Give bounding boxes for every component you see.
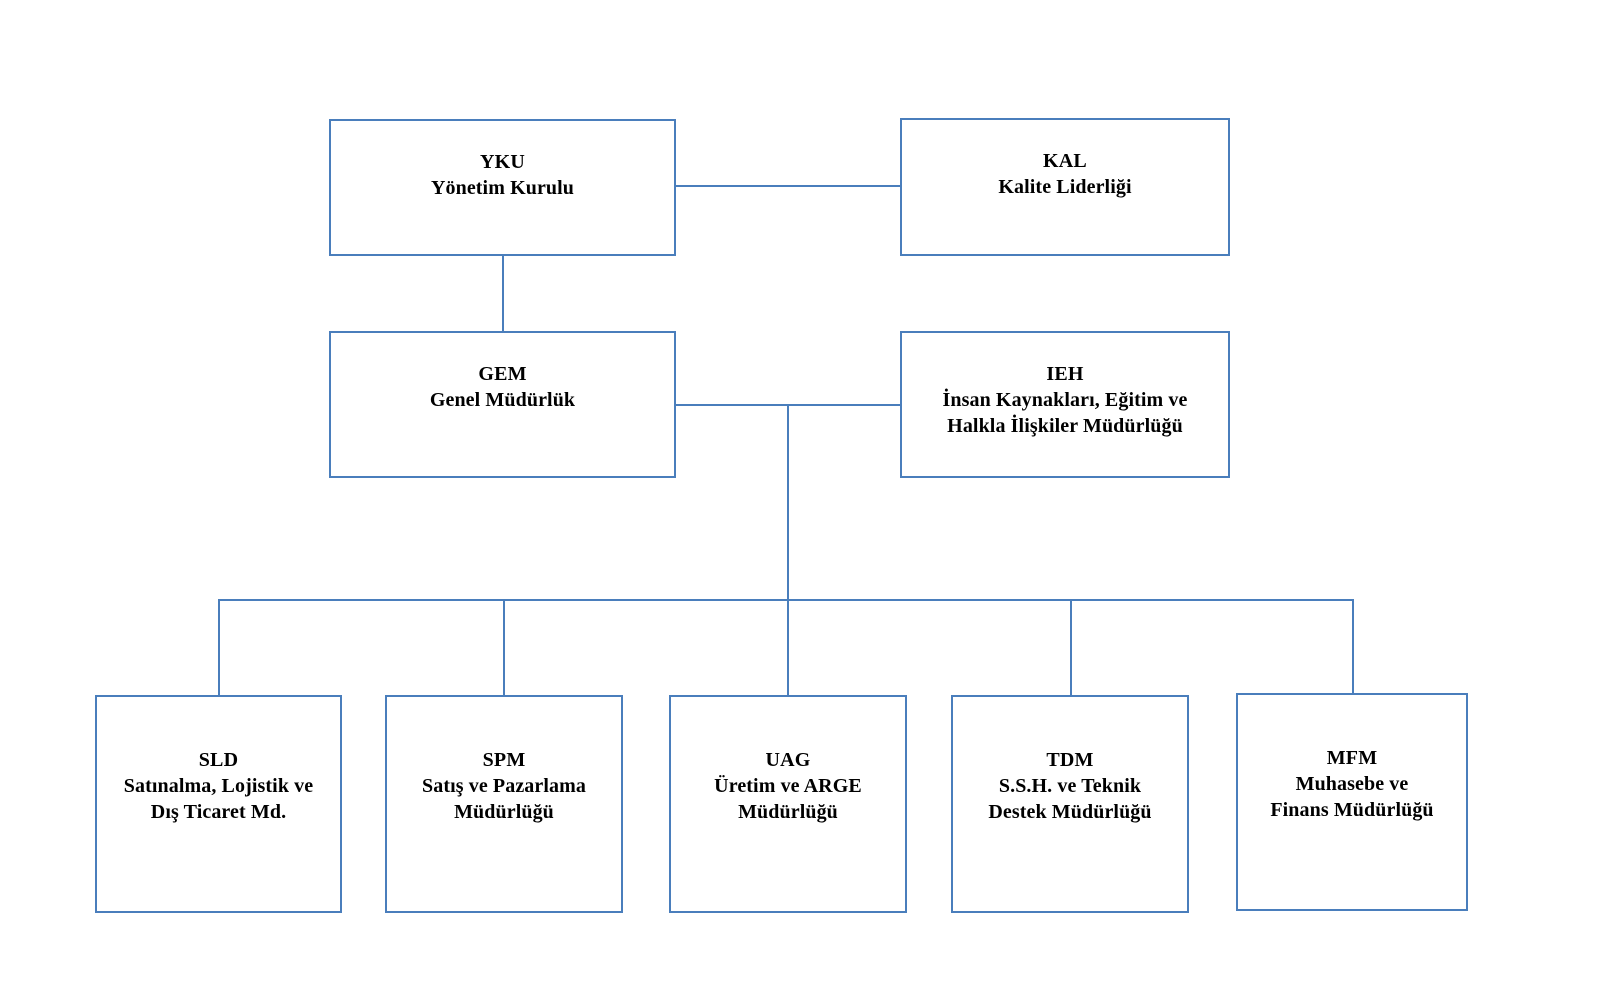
org-node-uag-code: UAG xyxy=(765,749,811,771)
org-node-yku-title: Yönetim Kurulu xyxy=(430,177,575,199)
org-node-spm-code: SPM xyxy=(482,749,526,771)
connector-drop-spm xyxy=(503,599,505,695)
org-node-ieh[interactable]: IEH İnsan Kaynakları, Eğitim ve Halkla İ… xyxy=(900,331,1230,478)
org-node-kal[interactable]: KAL Kalite Liderliği xyxy=(900,118,1230,256)
org-node-yku-code: YKU xyxy=(479,151,526,173)
org-node-mfm-title: Muhasebe ve Finans Müdürlüğü xyxy=(1270,773,1434,821)
org-node-mfm-code: MFM xyxy=(1326,747,1378,769)
org-node-gem-title: Genel Müdürlük xyxy=(429,389,576,411)
org-node-kal-title: Kalite Liderliği xyxy=(998,176,1132,198)
org-node-uag[interactable]: UAG Üretim ve ARGE Müdürlüğü xyxy=(669,695,907,913)
org-node-sld-title: Satınalma, Lojistik ve Dış Ticaret Md. xyxy=(123,775,314,823)
org-node-uag-title: Üretim ve ARGE Müdürlüğü xyxy=(714,775,862,823)
org-node-ieh-code: IEH xyxy=(1046,363,1084,385)
connector-yku-to-kal xyxy=(675,185,901,187)
org-node-ieh-title: İnsan Kaynakları, Eğitim ve Halkla İlişk… xyxy=(942,389,1188,437)
org-node-sld[interactable]: SLD Satınalma, Lojistik ve Dış Ticaret M… xyxy=(95,695,342,913)
org-node-kal-code: KAL xyxy=(1043,150,1087,172)
org-node-spm[interactable]: SPM Satış ve Pazarlama Müdürlüğü xyxy=(385,695,623,913)
connector-drop-mfm xyxy=(1352,599,1354,695)
org-node-gem[interactable]: GEM Genel Müdürlük xyxy=(329,331,676,478)
connector-yku-to-gem xyxy=(502,255,504,331)
connector-drop-sld xyxy=(218,599,220,695)
org-node-spm-title: Satış ve Pazarlama Müdürlüğü xyxy=(422,775,586,823)
org-node-gem-code: GEM xyxy=(478,363,527,385)
connector-gem-trunk-drop xyxy=(787,404,789,601)
org-node-yku[interactable]: YKU Yönetim Kurulu xyxy=(329,119,676,256)
connector-drop-uag xyxy=(787,599,789,695)
org-node-mfm[interactable]: MFM Muhasebe ve Finans Müdürlüğü xyxy=(1236,693,1468,911)
org-node-tdm-code: TDM xyxy=(1046,749,1094,771)
connector-department-distribution-bar xyxy=(218,599,1353,601)
connector-drop-tdm xyxy=(1070,599,1072,695)
org-node-sld-code: SLD xyxy=(198,749,239,771)
org-node-tdm-title: S.S.H. ve Teknik Destek Müdürlüğü xyxy=(988,775,1152,823)
org-node-tdm[interactable]: TDM S.S.H. ve Teknik Destek Müdürlüğü xyxy=(951,695,1189,913)
